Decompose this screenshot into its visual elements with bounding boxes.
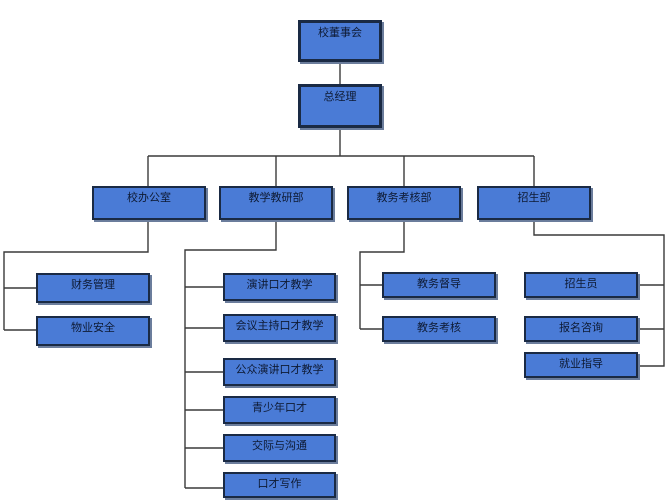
admissions-child-1: 报名咨询: [524, 316, 638, 342]
connector-dept-3-branch: [533, 220, 665, 367]
assessment-child-1: 教务考核: [382, 316, 496, 342]
general-manager-node: 总经理: [298, 84, 382, 128]
teaching-child-0: 演讲口才教学: [223, 273, 336, 301]
office-child-property: 物业安全: [36, 316, 150, 346]
assessment-child-0: 教务督导: [382, 272, 496, 298]
connector-dept-0-branch: [3, 220, 149, 330]
teaching-child-4: 交际与沟通: [223, 434, 336, 462]
board-node: 校董事会: [298, 20, 382, 62]
dept-assessment-node: 教务考核部: [347, 186, 461, 220]
teaching-child-3: 青少年口才: [223, 396, 336, 424]
admissions-child-0: 招生员: [524, 272, 638, 298]
teaching-child-1: 会议主持口才教学: [223, 314, 336, 342]
dept-admissions-node: 招生部: [477, 186, 591, 220]
dept-teaching-node: 教学教研部: [219, 186, 333, 220]
teaching-child-2: 公众演讲口才教学: [223, 358, 336, 386]
connector-dept-1-branch: [184, 220, 277, 488]
teaching-child-5: 口才写作: [223, 472, 336, 498]
office-child-finance: 财务管理: [36, 273, 150, 303]
dept-office-node: 校办公室: [92, 186, 206, 220]
connector-dept-2-branch: [359, 220, 405, 329]
admissions-child-2: 就业指导: [524, 352, 638, 378]
